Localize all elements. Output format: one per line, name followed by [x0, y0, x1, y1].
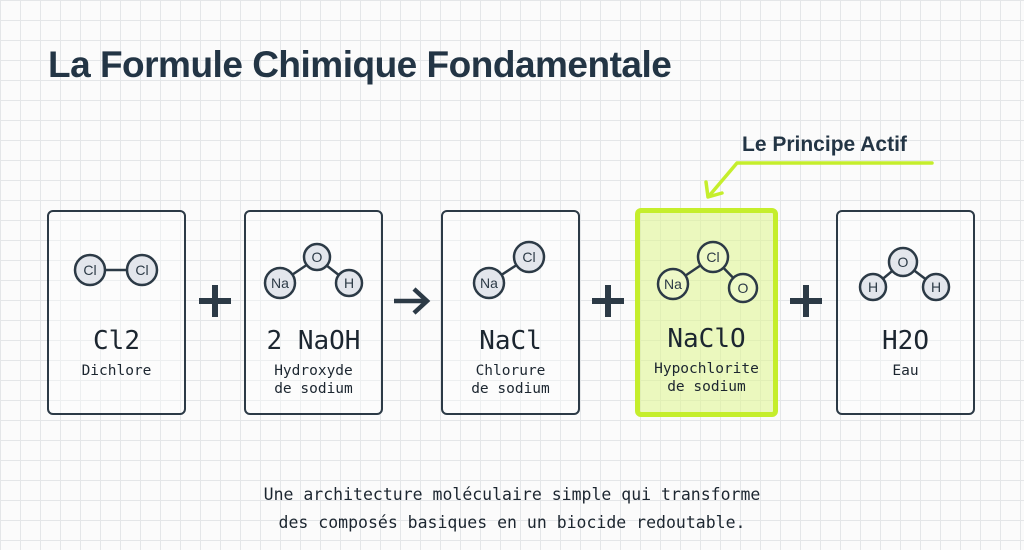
- atom: H: [921, 272, 951, 302]
- formula: NaClO: [667, 324, 746, 354]
- svg-text:O: O: [738, 280, 749, 296]
- formula: Cl2: [93, 326, 140, 356]
- compound-name: Hypochlorite de sodium: [640, 360, 773, 396]
- card-h2o: H2O Eau: [836, 210, 975, 415]
- compound-name: Hydroxyde de sodium: [246, 362, 381, 398]
- atom: Cl: [512, 240, 546, 274]
- atom: Cl: [125, 253, 159, 287]
- compound-name: Eau: [838, 362, 973, 380]
- compound-name: Chlorure de sodium: [443, 362, 578, 398]
- svg-text:Cl: Cl: [522, 249, 535, 265]
- svg-text:O: O: [898, 254, 909, 270]
- atom: Na: [472, 266, 506, 300]
- callout-arrow-icon: [704, 161, 934, 199]
- svg-text:Na: Na: [271, 275, 289, 291]
- atom: O: [887, 246, 919, 278]
- name-line: de sodium: [667, 379, 746, 395]
- page-title: La Formule Chimique Fondamentale: [48, 44, 672, 85]
- plus-icon: [790, 285, 822, 317]
- atom: Cl: [696, 240, 730, 274]
- svg-text:Na: Na: [664, 276, 682, 292]
- svg-text:Cl: Cl: [135, 262, 148, 278]
- atom: H: [334, 268, 364, 298]
- formula: 2 NaOH: [266, 326, 361, 356]
- svg-text:O: O: [312, 249, 323, 265]
- svg-text:Cl: Cl: [83, 262, 96, 278]
- highlight-label: Le Principe Actif: [742, 133, 907, 156]
- caption-line: des composés basiques en un biocide redo…: [278, 513, 746, 532]
- name-line: Hydroxyde: [274, 363, 353, 379]
- svg-text:Cl: Cl: [706, 249, 719, 265]
- atom: Cl: [73, 253, 107, 287]
- name-line: Hypochlorite: [654, 361, 759, 377]
- atom: O: [302, 242, 332, 272]
- atom: H: [858, 272, 888, 302]
- card-cl2: Cl2 Dichlore: [47, 210, 186, 415]
- svg-text:H: H: [931, 279, 941, 295]
- arrow-right-icon: [394, 287, 431, 315]
- atom: O: [727, 272, 759, 304]
- compound-name: Dichlore: [49, 362, 184, 380]
- name-line: Chlorure: [475, 363, 546, 379]
- formula: H2O: [882, 326, 929, 356]
- atom: Na: [656, 267, 690, 301]
- atom: Na: [263, 266, 297, 300]
- caption: Une architecture moléculaire simple qui …: [0, 481, 1024, 537]
- svg-text:H: H: [344, 275, 354, 291]
- name-line: de sodium: [274, 381, 353, 397]
- formula: NaCl: [479, 326, 542, 356]
- caption-line: Une architecture moléculaire simple qui …: [263, 485, 761, 504]
- name-line: Dichlore: [81, 363, 152, 379]
- svg-text:H: H: [868, 279, 878, 295]
- name-line: Eau: [892, 363, 919, 379]
- svg-text:Na: Na: [480, 275, 498, 291]
- name-line: de sodium: [471, 381, 550, 397]
- plus-icon: [199, 285, 231, 317]
- plus-icon: [592, 285, 624, 317]
